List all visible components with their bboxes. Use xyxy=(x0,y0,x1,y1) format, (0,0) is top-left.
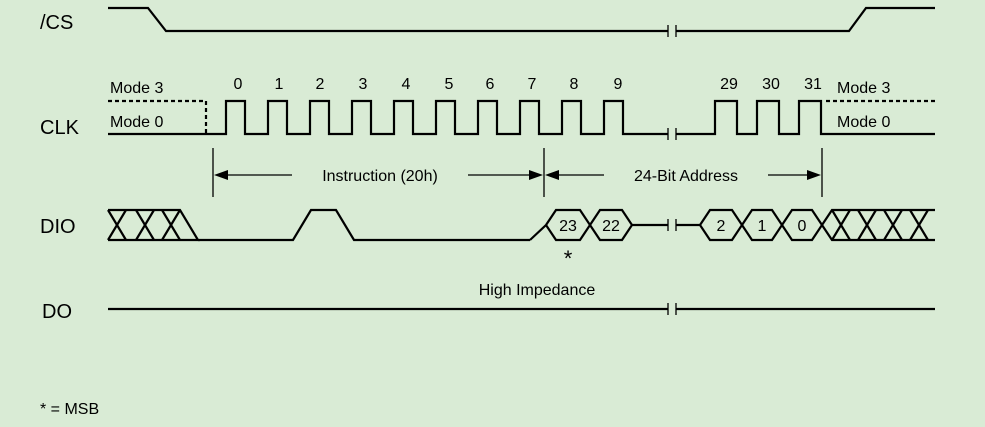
clock-number-29: 29 xyxy=(720,76,738,93)
clock-number-8: 8 xyxy=(570,76,579,93)
dio-instruction-waveform xyxy=(198,208,530,242)
address-arrow-left-head xyxy=(545,170,559,180)
msb-legend: * = MSB xyxy=(40,401,99,418)
mode3-left-dashed xyxy=(108,99,208,134)
dio-bit-22-label: 22 xyxy=(602,218,620,235)
clock-number-31: 31 xyxy=(804,76,822,93)
dio-bit-2-cell xyxy=(676,208,744,242)
instruction-arrow-right-head xyxy=(529,170,543,180)
address-label: 24-Bit Address xyxy=(634,168,738,185)
clock-number-1: 1 xyxy=(275,76,284,93)
mode3-left-label: Mode 3 xyxy=(110,80,163,97)
dio-bit-2-label: 2 xyxy=(717,218,726,235)
dio-bit-23-label: 23 xyxy=(559,218,577,235)
clock-number-5: 5 xyxy=(445,76,454,93)
dio-bit-1-label: 1 xyxy=(758,218,767,235)
clk-signal-label: CLK xyxy=(40,117,80,139)
mode0-left-label: Mode 0 xyxy=(110,114,163,131)
mode3-right-label: Mode 3 xyxy=(837,80,890,97)
do-signal-label: DO xyxy=(42,301,72,323)
dio-dont-care-left xyxy=(107,208,200,242)
cs-waveform xyxy=(108,6,935,33)
address-arrow-right-head xyxy=(807,170,821,180)
clock-number-30: 30 xyxy=(762,76,780,93)
clock-number-labels: 0 1 2 3 4 5 6 7 8 9 29 30 31 xyxy=(234,76,822,93)
msb-asterisk: * xyxy=(564,246,573,271)
clock-number-0: 0 xyxy=(234,76,243,93)
dio-dont-care-right xyxy=(821,208,935,242)
dio-bit-0-label: 0 xyxy=(798,218,807,235)
clock-number-9: 9 xyxy=(614,76,623,93)
dio-bit-22-cell xyxy=(589,208,668,242)
high-impedance-label: High Impedance xyxy=(479,282,596,299)
dio-bit-23-cell xyxy=(529,208,592,242)
clock-number-4: 4 xyxy=(402,76,411,93)
dio-signal-label: DIO xyxy=(40,216,76,238)
clock-number-7: 7 xyxy=(528,76,537,93)
mode0-right-label: Mode 0 xyxy=(837,114,890,131)
clock-number-6: 6 xyxy=(486,76,495,93)
clock-number-3: 3 xyxy=(359,76,368,93)
cs-signal-label: /CS xyxy=(40,12,73,34)
clock-number-2: 2 xyxy=(316,76,325,93)
clk-waveform xyxy=(108,99,935,136)
instruction-arrow-left-head xyxy=(214,170,228,180)
instruction-label: Instruction (20h) xyxy=(322,168,438,185)
